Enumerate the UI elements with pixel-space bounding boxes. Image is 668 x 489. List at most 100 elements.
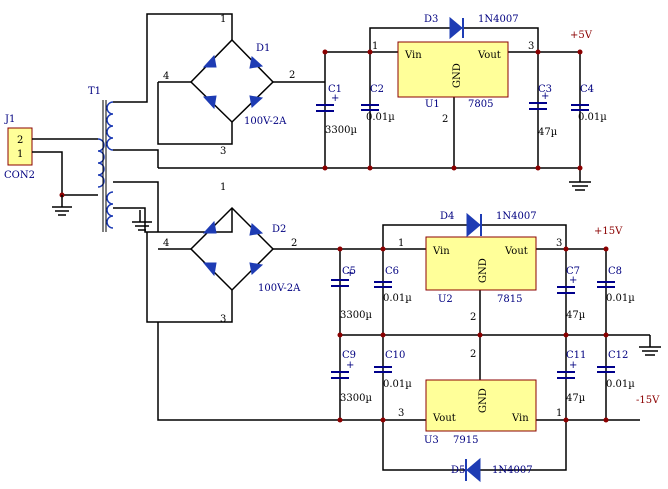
diode-icon xyxy=(249,95,264,108)
u1-part: 7805 xyxy=(468,99,493,110)
j1-part: CON2 xyxy=(4,170,35,181)
d2-pin3: 3 xyxy=(220,314,226,325)
c9-ref: C9 xyxy=(342,350,356,361)
polarity-mark: + xyxy=(331,93,339,104)
regulator-u2 xyxy=(425,236,537,291)
c1-value: 3300µ xyxy=(325,125,357,136)
diode-icon xyxy=(202,220,217,234)
u3-part: 7915 xyxy=(453,435,478,446)
polarity-mark: + xyxy=(569,360,577,371)
u1-ref: U1 xyxy=(425,99,440,110)
d2-pin1: 1 xyxy=(220,182,226,193)
u1-pin1: 1 xyxy=(372,41,378,52)
polarity-mark: + xyxy=(346,360,354,371)
c5-value: 3300µ xyxy=(340,310,372,321)
polarity-mark: + xyxy=(541,91,549,102)
d2-pin4: 4 xyxy=(163,238,169,249)
u2-vout: Vout xyxy=(504,246,528,257)
d1-ref: D1 xyxy=(256,43,270,54)
diode-icon xyxy=(249,56,264,69)
d1-pin2: 2 xyxy=(289,70,295,81)
t1-ref: T1 xyxy=(88,86,101,97)
d2-ref: D2 xyxy=(272,224,286,235)
u2-vin: Vin xyxy=(432,246,450,257)
d3-ref: D3 xyxy=(424,14,438,25)
d5-part: 1N4007 xyxy=(492,465,533,476)
regulator-15v-section: Vin Vout GND U2 7815 1 2 3 Vout Vin GND … xyxy=(331,211,661,483)
transformer-t1: T1 xyxy=(88,13,233,233)
c6-ref: C6 xyxy=(385,266,399,277)
diode-icon xyxy=(466,457,481,483)
diode-icon xyxy=(202,54,217,68)
d1-pin3: 3 xyxy=(220,146,226,157)
u2-pin1: 1 xyxy=(398,238,404,249)
regulator-5v-section: Vin Vout GND U1 7805 1 2 3 D3 1N4007 + +… xyxy=(158,14,607,191)
u1-pin3: 3 xyxy=(528,41,534,52)
u3-ref: U3 xyxy=(424,435,439,446)
d1-pin4: 4 xyxy=(163,71,169,82)
diode-icon xyxy=(202,95,217,110)
c7-value: 47µ xyxy=(566,310,586,321)
diode-icon xyxy=(249,223,264,236)
c9-value: 3300µ xyxy=(340,393,372,404)
u1-pin2: 2 xyxy=(442,114,448,125)
d5-ref: D5 xyxy=(451,465,465,476)
j1-pin1: 1 xyxy=(17,149,23,160)
c3-value: 47µ xyxy=(538,127,558,138)
diode-icon xyxy=(249,262,264,275)
regulator-u1 xyxy=(397,41,509,98)
u3-pin3: 3 xyxy=(398,408,404,419)
c7-ref: C7 xyxy=(566,266,580,277)
u3-pin2: 2 xyxy=(470,349,476,360)
d2-pin2: 2 xyxy=(291,238,297,249)
u1-vin: Vin xyxy=(404,50,422,61)
j1-pin2: 2 xyxy=(17,135,23,146)
polarity-mark: + xyxy=(346,268,354,279)
c10-value: 0.01µ xyxy=(383,379,412,390)
c12-value: 0.01µ xyxy=(606,379,635,390)
diode-icon xyxy=(202,262,217,277)
u2-ref: U2 xyxy=(438,294,453,305)
c6-value: 0.01µ xyxy=(383,293,412,304)
regulator-u3 xyxy=(425,379,537,432)
d1-pin1: 1 xyxy=(220,14,226,25)
rail-plus5v: +5V xyxy=(570,30,593,41)
c3-ref: C3 xyxy=(538,84,552,95)
u2-pin2: 2 xyxy=(470,312,476,323)
d2-rating: 100V-2A xyxy=(258,283,301,294)
j1-ref: J1 xyxy=(4,114,15,125)
c2-ref: C2 xyxy=(370,84,384,95)
u3-pin1: 1 xyxy=(556,408,562,419)
c4-value: 0.01µ xyxy=(578,112,607,123)
u3-vout: Vout xyxy=(432,413,456,424)
d4-part: 1N4007 xyxy=(496,211,537,222)
diode-icon xyxy=(466,212,481,238)
bridge-rectifier-d1: D1 100V-2A 1 2 3 4 xyxy=(157,14,325,157)
d1-rating: 100V-2A xyxy=(244,116,287,127)
c12-ref: C12 xyxy=(608,350,628,361)
c1-ref: C1 xyxy=(328,84,342,95)
u1-vout: Vout xyxy=(477,50,501,61)
u2-pin3: 3 xyxy=(556,238,562,249)
u2-part: 7815 xyxy=(497,294,522,305)
bridge-rectifier-d2: D2 100V-2A 1 2 3 4 xyxy=(146,182,426,421)
c2-value: 0.01µ xyxy=(366,112,395,123)
rail-minus15v: -15V xyxy=(636,395,660,406)
c8-value: 0.01µ xyxy=(606,293,635,304)
c11-value: 47µ xyxy=(566,393,586,404)
c8-ref: C8 xyxy=(608,266,622,277)
polarity-mark: + xyxy=(569,275,577,286)
c10-ref: C10 xyxy=(385,350,405,361)
d3-part: 1N4007 xyxy=(478,14,519,25)
connector-j1: J1 2 1 CON2 xyxy=(4,114,98,216)
u3-vin: Vin xyxy=(511,413,529,424)
rail-plus15v: +15V xyxy=(594,226,623,237)
c5-ref: C5 xyxy=(342,266,356,277)
u3-gnd: GND xyxy=(478,388,489,413)
c11-ref: C11 xyxy=(566,350,586,361)
diode-icon xyxy=(449,16,463,40)
u2-gnd: GND xyxy=(478,258,489,283)
d4-ref: D4 xyxy=(440,211,454,222)
